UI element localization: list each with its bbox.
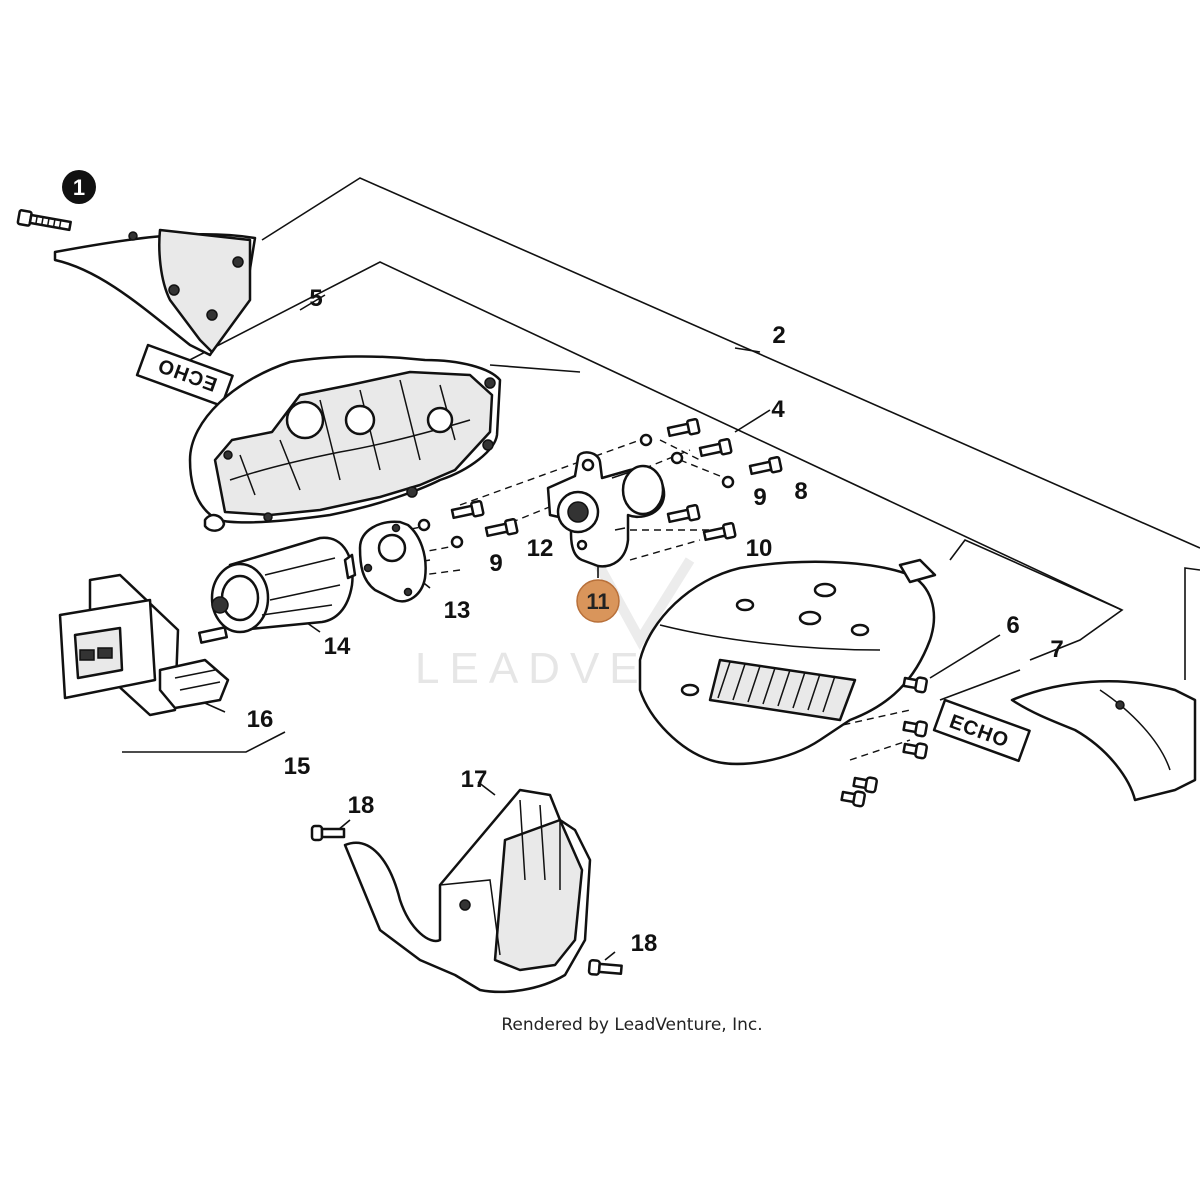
svg-text:11: 11 xyxy=(586,589,609,614)
callout-9-right[interactable]: 9 xyxy=(753,484,766,511)
callout-4[interactable]: 4 xyxy=(771,396,785,423)
callout-11-highlighted[interactable]: 11 xyxy=(576,579,620,623)
screws-and-washers-upper xyxy=(450,417,783,542)
right-housing-half xyxy=(638,558,937,766)
top-cover-cap xyxy=(16,209,257,357)
credit-text: Rendered by LeadVenture, Inc. xyxy=(501,1015,762,1035)
screws-right-housing xyxy=(840,676,928,808)
callout-18-top[interactable]: 18 xyxy=(348,792,375,819)
callout-8[interactable]: 8 xyxy=(794,478,807,505)
callout-9-left[interactable]: 9 xyxy=(489,550,502,577)
callout-16[interactable]: 16 xyxy=(247,706,274,733)
echo-decal-right: ECHO xyxy=(932,698,1031,763)
callout-5[interactable]: 5 xyxy=(309,285,322,312)
callout-17[interactable]: 17 xyxy=(461,766,488,793)
main-housing-half xyxy=(188,355,502,532)
highlight-circle xyxy=(576,579,620,623)
callout-15[interactable]: 15 xyxy=(284,753,311,780)
callout-13[interactable]: 13 xyxy=(444,597,471,624)
svg-text:1: 1 xyxy=(73,175,85,200)
echo-decal-left: ECHO xyxy=(135,343,234,408)
callout-14[interactable]: 14 xyxy=(324,633,351,660)
callout-18-bottom[interactable]: 18 xyxy=(631,930,658,957)
callout-12[interactable]: 12 xyxy=(527,535,554,562)
electric-motor xyxy=(197,536,357,644)
switch-circuit-board xyxy=(58,573,230,717)
callout-6[interactable]: 6 xyxy=(1006,612,1019,639)
assembly-bracket-lines xyxy=(122,177,1200,961)
callout-1[interactable]: 1 xyxy=(62,170,96,204)
callout-10[interactable]: 10 xyxy=(746,535,773,562)
right-end-cap xyxy=(1010,680,1197,802)
callout-2[interactable]: 2 xyxy=(772,322,785,349)
guard-screws xyxy=(310,824,623,976)
handle-guard xyxy=(343,788,592,994)
gear-case xyxy=(546,451,666,568)
washers-left xyxy=(417,518,464,549)
callout-7[interactable]: 7 xyxy=(1050,636,1063,663)
motor-end-plate xyxy=(358,520,427,603)
